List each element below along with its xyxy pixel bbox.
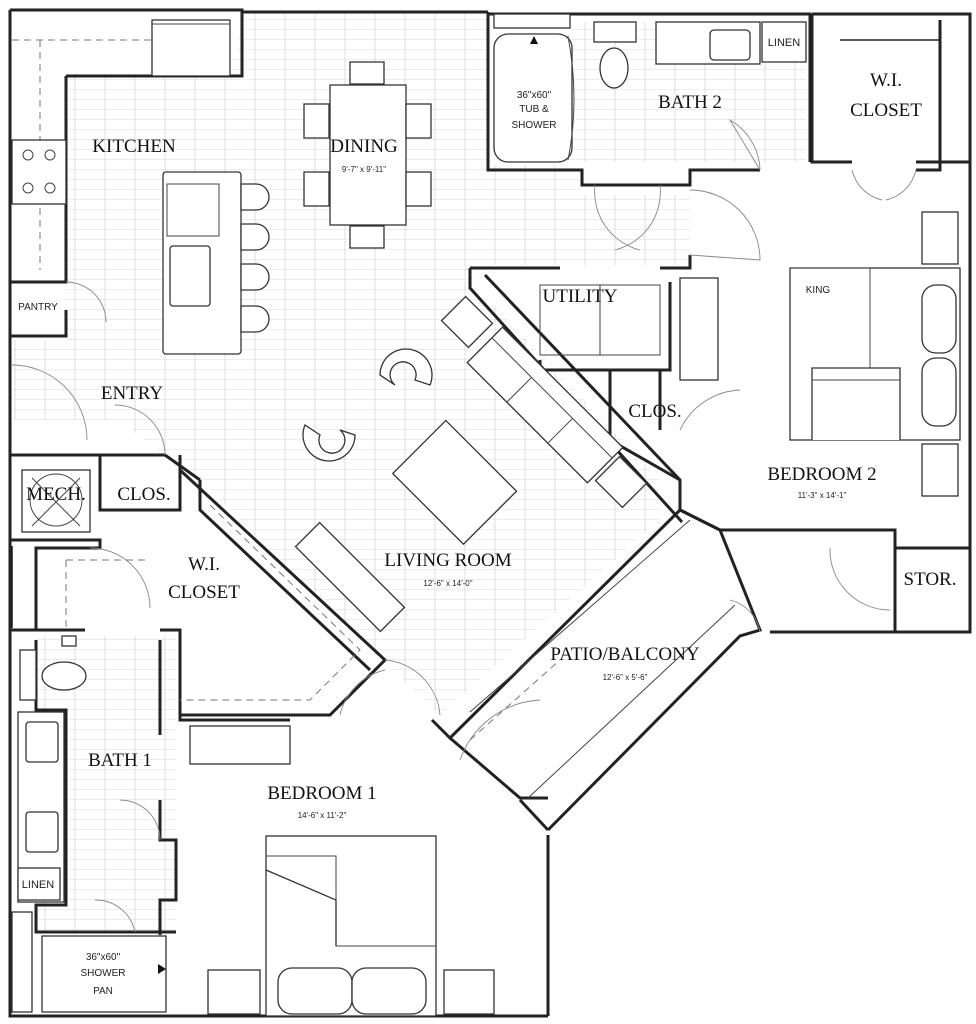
label-bath1: BATH 1: [88, 750, 152, 771]
label-stor: STOR.: [904, 569, 957, 590]
dims-bedroom2: 11'-3" x 14'-1": [798, 491, 847, 500]
label-linen-top: LINEN: [768, 37, 800, 49]
label-entry: ENTRY: [101, 383, 164, 404]
dims-living: 12'-6" x 14'-0": [423, 579, 472, 588]
label-tub-3: SHOWER: [512, 120, 557, 131]
label-wi-closet-top-1: W.I.: [870, 70, 902, 91]
label-tub-2: TUB &: [519, 104, 549, 115]
patio-details: [469, 519, 736, 799]
label-clos-left: CLOS.: [117, 484, 170, 505]
label-wi-closet-top-2: CLOSET: [850, 100, 922, 121]
label-king: KING: [806, 285, 831, 296]
label-kitchen: KITCHEN: [92, 136, 176, 157]
bath2-fixtures: [493, 13, 807, 163]
dining-table: [303, 61, 432, 249]
label-shower-2: SHOWER: [81, 968, 126, 979]
label-linen-left: LINEN: [22, 879, 54, 891]
refrigerator: [151, 19, 231, 77]
label-patio: PATIO/BALCONY: [550, 644, 699, 665]
label-shower-3: PAN: [93, 986, 113, 997]
living-furniture: [294, 295, 648, 633]
coffee-table: [391, 419, 518, 546]
label-dining: DINING: [330, 136, 398, 157]
utility-fixtures: [539, 277, 719, 381]
label-clos-right: CLOS.: [628, 401, 681, 422]
label-bath2: BATH 2: [658, 92, 722, 113]
label-wi-closet-left-2: CLOSET: [168, 582, 240, 603]
left-closet-shelves: [65, 504, 361, 701]
shower-pan: [41, 935, 167, 1013]
label-bedroom2: BEDROOM 2: [767, 464, 876, 485]
label-utility: UTILITY: [543, 286, 618, 307]
bedroom2-furniture: [789, 211, 961, 497]
label-wi-closet-left-1: W.I.: [188, 554, 220, 575]
dims-bedroom1: 14'-6" x 11'-2": [298, 811, 347, 820]
bath1-fixtures: [11, 635, 167, 1013]
tub: [493, 33, 573, 163]
label-mech: MECH.: [26, 484, 86, 505]
toilet-bath2: [599, 47, 629, 89]
label-pantry: PANTRY: [18, 302, 58, 313]
toilet-bath1: [41, 661, 87, 691]
dims-patio: 12'-6" x 5'-6": [603, 673, 648, 682]
range: [11, 139, 67, 205]
label-living: LIVING ROOM: [384, 550, 511, 571]
kitchen-sink: [169, 245, 211, 307]
door-swings: [11, 118, 917, 933]
dims-dining: 9'-7" x 9'-11": [342, 165, 386, 174]
label-tub-1: 36"x60": [517, 90, 552, 101]
label-bedroom1: BEDROOM 1: [267, 783, 376, 804]
labels: KITCHEN DINING 9'-7" x 9'-11" BATH 2 W.I…: [18, 37, 956, 997]
label-shower-1: 36"x60": [86, 952, 121, 963]
kitchen-fixtures: [11, 19, 270, 355]
bedroom1-furniture: [189, 725, 495, 1017]
mech-unit: [21, 469, 91, 533]
